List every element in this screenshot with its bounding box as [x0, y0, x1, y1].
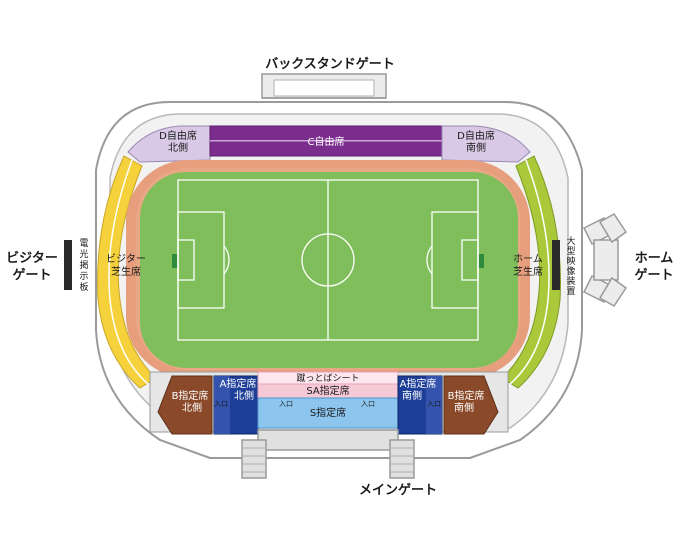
s-stand: [257, 397, 399, 429]
s-label: S指定席: [310, 406, 346, 419]
home-lawn-aisle: [509, 159, 550, 385]
b-north-label-2: 北側: [182, 401, 202, 414]
sa-label: SA指定席: [306, 384, 349, 397]
svg-text:像: 像: [566, 265, 575, 277]
svg-text:光: 光: [79, 248, 88, 260]
b-south-label-1: B指定席: [448, 389, 485, 402]
main-gate-label: メインゲート: [359, 482, 437, 498]
svg-text:置: 置: [566, 286, 575, 297]
visitor-lawn-aisle: [108, 159, 149, 385]
d-north-label-1: D自由席: [159, 129, 197, 142]
pitch: [140, 172, 518, 368]
svg-text:示: 示: [79, 272, 88, 282]
goal-right: [479, 254, 484, 268]
scoreboard: [64, 240, 72, 290]
svg-text:掲: 掲: [79, 260, 88, 271]
a-north-label-2: 北側: [234, 389, 254, 402]
a-north-inner: [214, 376, 230, 434]
home-gate-label-1: ホーム: [635, 251, 674, 266]
video-screen-label: 大 型 映 像 装 置: [566, 235, 575, 297]
home-gate-label-2: ゲート: [634, 267, 673, 283]
svg-text:大: 大: [566, 235, 575, 247]
visitor-lawn-stand: [97, 155, 157, 389]
scoreboard-label: 電 光 掲 示 板: [79, 238, 88, 293]
entrance-a-north: 入口: [214, 400, 228, 408]
video-screen: [552, 240, 560, 290]
svg-text:電: 電: [79, 238, 88, 249]
visitor-lawn-label-1: ビジター: [106, 253, 146, 265]
goal-left: [172, 254, 177, 268]
d-south-label-2: 南側: [466, 141, 486, 154]
entrance-s-right: 入口: [361, 400, 375, 408]
d-south-stand: [441, 125, 531, 163]
a-south-label-1: A指定席: [400, 377, 437, 390]
a-north-label-1: A指定席: [220, 377, 257, 390]
a-south-label-2: 南側: [402, 389, 422, 402]
back-gate-structure: [261, 73, 387, 99]
b-south-stand: [443, 375, 499, 435]
svg-text:板: 板: [79, 281, 88, 293]
c-free-label: C自由席: [308, 135, 345, 148]
visitor-gate-label-1: ビジター: [6, 250, 58, 266]
d-south-label-1: D自由席: [457, 129, 495, 142]
back-gate-label: バックスタンドゲート: [265, 56, 395, 72]
home-lawn-label-2: 芝生席: [513, 265, 543, 278]
b-north-stand: [157, 375, 213, 435]
entrance-s-left: 入口: [279, 400, 293, 408]
c-free-aisle: [210, 140, 442, 142]
pitch-markings: [177, 179, 479, 341]
home-gate-structure: [582, 213, 628, 307]
kettobashi-label: 蹴っとばシート: [296, 372, 359, 384]
b-south-label-2: 南側: [454, 401, 474, 414]
svg-text:型: 型: [566, 246, 575, 257]
a-south-inner: [426, 376, 442, 434]
d-north-label-2: 北側: [168, 141, 188, 154]
visitor-gate-label-2: ゲート: [12, 267, 51, 283]
svg-text:映: 映: [566, 255, 575, 267]
svg-text:装: 装: [566, 275, 575, 287]
entrance-a-south: 入口: [427, 400, 441, 408]
main-gate-steps: [242, 447, 414, 473]
home-lawn-label-1: ホーム: [513, 253, 543, 265]
visitor-lawn-label-2: 芝生席: [111, 265, 141, 278]
b-north-label-1: B指定席: [172, 389, 209, 402]
